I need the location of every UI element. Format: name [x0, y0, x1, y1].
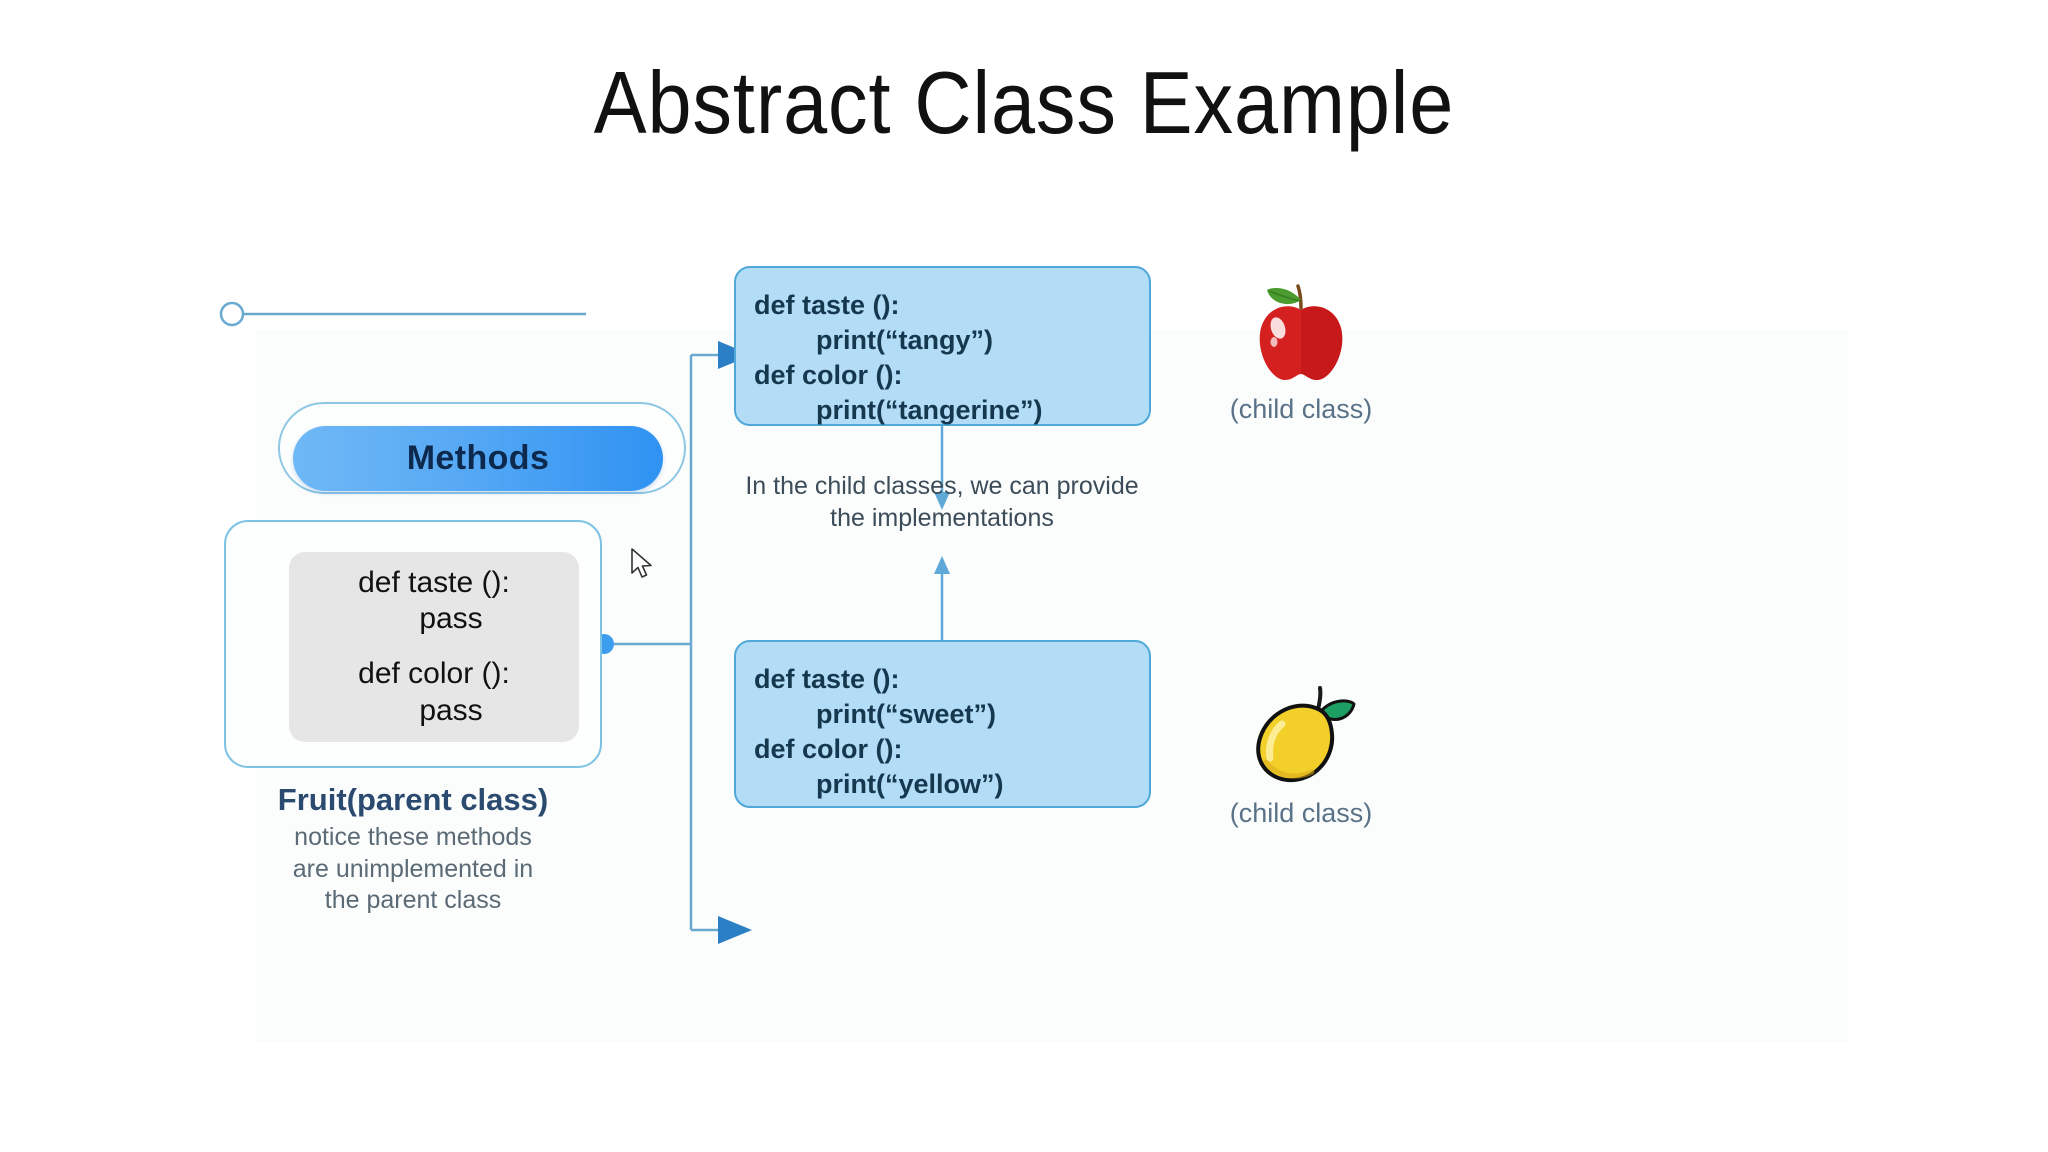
implementation-note-line: the implementations [830, 504, 1054, 532]
child-class-mango-group: (child class) [1186, 680, 1416, 829]
parent-code-line: pass [419, 602, 483, 636]
child-class-caption: (child class) [1229, 394, 1373, 424]
child-code-line: def color (): [754, 360, 903, 391]
arrow-up-to-note-icon [934, 556, 950, 574]
parent-note-line: the parent class [324, 886, 502, 914]
parent-note-line: notice these methods [294, 823, 532, 851]
child-code-line: print(“tangerine”) [816, 395, 1043, 426]
child-code-line: print(“sweet”) [816, 699, 997, 730]
mango-icon [1256, 686, 1356, 783]
parent-code-line: def taste (): [358, 565, 510, 599]
parent-class-note: notice these methods are unimplemented i… [224, 822, 602, 917]
parent-note-line: are unimplemented in [292, 854, 534, 883]
child-code-line: def color (): [754, 734, 903, 765]
page-title: Abstract Class Example [593, 53, 1455, 152]
child-code-line: def taste (): [754, 290, 900, 320]
mouse-pointer-icon [631, 548, 652, 578]
parent-class-code-block: def taste (): pass def color (): pass [289, 552, 579, 742]
parent-class-title: Fruit(parent class) [277, 782, 549, 817]
apple-icon [1259, 284, 1343, 380]
connector-lines [219, 301, 950, 944]
parent-code-line: def color (): [358, 657, 510, 690]
child-code-line: def taste (): [754, 664, 900, 694]
child-code-line: print(“yellow”) [816, 769, 1004, 800]
arrow-down-to-note-icon [934, 492, 950, 510]
child-class-apple-group: (child class) [1186, 280, 1416, 425]
methods-node-pill[interactable]: Methods [293, 426, 663, 491]
implementation-note: In the child classes, we can provide the… [726, 470, 1158, 534]
child-class-caption: (child class) [1229, 798, 1373, 828]
implementation-note-line: In the child classes, we can provide [745, 472, 1139, 500]
arrow-to-bottom-child-icon [718, 916, 752, 944]
circle-node-icon [219, 301, 245, 327]
child-code-line: print(“tangy”) [816, 325, 993, 356]
child-class-box-top: def taste (): print(“tangy”) def color (… [734, 266, 1151, 426]
methods-node-label: Methods [406, 439, 550, 477]
abstract-class-diagram: Methods def taste (): pass def color ():… [219, 266, 1848, 1042]
parent-code-line: pass [419, 693, 483, 727]
child-class-box-bottom: def taste (): print(“sweet”) def color (… [734, 640, 1151, 808]
